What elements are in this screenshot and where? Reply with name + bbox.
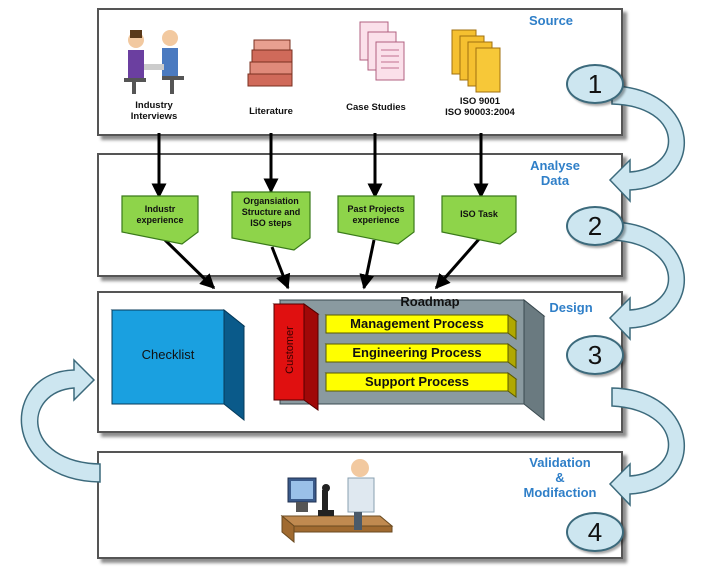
note-past-projects: Past Projects experience [338, 204, 414, 226]
stage-label-validation: Validation & Modifaction [510, 455, 610, 500]
step-number-1: 1 [566, 64, 624, 104]
note-line: Structure and [241, 207, 301, 217]
step-number-2: 2 [566, 206, 624, 246]
note-line: experience [136, 215, 184, 225]
arrow-analysis-2 [270, 246, 291, 290]
source-label-industry-interviews: Industry Interviews [112, 100, 196, 122]
note-shape-3 [337, 195, 415, 245]
stage-label-line: Design [549, 300, 593, 315]
note-shape-2 [231, 191, 311, 251]
note-organisation-structure: Organsiation Structure and ISO steps [232, 196, 310, 229]
step-number-4: 4 [566, 512, 624, 552]
process-support: Support Process [364, 374, 470, 389]
note-shape-1 [121, 195, 199, 245]
step-number-3: 3 [566, 335, 624, 375]
note-line: Past Projects [347, 204, 405, 214]
source-label-iso: ISO 9001 ISO 90003:2004 [428, 96, 532, 118]
documents-icon [359, 21, 405, 81]
checklist-label: Checklist [141, 347, 195, 362]
stage-label-line: Source [528, 13, 574, 28]
note-line: ISO Task [460, 209, 498, 219]
curved-arrow-3-4 [608, 387, 686, 507]
stage-label-analyse-data: Analyse Data [510, 158, 600, 188]
checklist-cube [110, 308, 246, 422]
source-label-literature: Literature [232, 106, 310, 117]
note-line: ISO steps [250, 218, 292, 228]
source-label-case-studies: Case Studies [336, 102, 416, 113]
stage-label-line: Data [540, 173, 570, 188]
books-icon [247, 39, 293, 87]
stage-label-line: Modifaction [523, 485, 597, 500]
curved-arrow-4-3-loop [20, 358, 101, 483]
note-iso-task: ISO Task [442, 209, 516, 220]
interview-icon [124, 30, 184, 94]
source-label-line: Interviews [130, 111, 178, 122]
stage-label-line: Analyse [530, 158, 580, 173]
note-line: Organsiation [243, 196, 299, 206]
source-label-line: Literature [249, 106, 293, 117]
scientist-microscope-icon [280, 459, 394, 544]
process-engineering: Engineering Process [352, 345, 482, 360]
source-label-line: Case Studies [346, 102, 406, 113]
process-bars [324, 314, 518, 398]
roadmap-title: Roadmap [400, 294, 460, 309]
source-label-line: ISO 90003:2004 [445, 107, 515, 118]
arrow-analysis-1 [163, 238, 216, 290]
process-management: Management Process [350, 316, 484, 331]
folders-icon [451, 29, 501, 93]
stage-label-line: Validation [529, 455, 591, 470]
note-shape-4 [441, 195, 517, 245]
note-line: Industr [144, 204, 176, 214]
arrow-analysis-3 [359, 239, 376, 290]
stage-label-line: & [555, 470, 565, 485]
arrow-analysis-4 [434, 237, 482, 290]
note-line: experience [352, 215, 400, 225]
customer-bar [272, 303, 320, 411]
curved-arrow-2-3 [608, 221, 686, 341]
curved-arrow-1-2 [608, 85, 686, 203]
stage-label-design: Design [526, 300, 616, 315]
note-industr-experience: Industr experience [122, 204, 198, 226]
source-label-line: ISO 9001 [459, 96, 501, 107]
stage-label-source: Source [506, 13, 596, 28]
source-label-line: Industry [135, 100, 173, 111]
customer-label: Customer [284, 326, 296, 374]
